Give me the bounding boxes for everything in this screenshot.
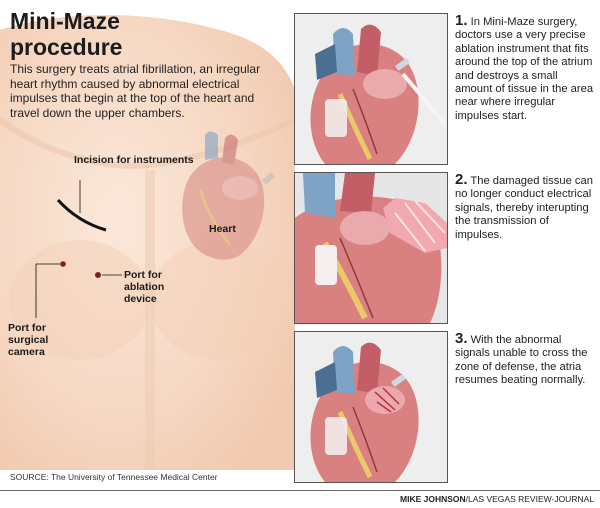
step-3-number: 3. — [455, 330, 468, 347]
step-3-description: With the abnormal signals unable to cros… — [455, 334, 588, 387]
credit-name: MIKE JOHNSON — [400, 494, 466, 504]
page-title: Mini-Maze procedure — [10, 8, 122, 60]
camera-port-leader — [35, 263, 60, 318]
title-line-2: procedure — [10, 34, 123, 60]
step-1-text: 1. In Mini-Maze surgery, doctors use a v… — [455, 12, 597, 123]
incision-mark — [56, 198, 107, 232]
small-heart-icon — [182, 131, 276, 260]
step-3-text: 3. With the abnormal signals unable to c… — [455, 330, 597, 388]
step-1-number: 1. — [455, 12, 468, 29]
step-3-illustration — [294, 331, 448, 483]
credit-line: MIKE JOHNSON/LAS VEGAS REVIEW-JOURNAL — [400, 494, 594, 504]
title-line-1: Mini-Maze — [10, 8, 120, 34]
source-line: SOURCE: The University of Tennessee Medi… — [10, 472, 218, 482]
step-2-text: 2. The damaged tissue can no longer cond… — [455, 171, 597, 242]
heart-label: Heart — [209, 223, 236, 235]
step-2-illustration — [294, 172, 448, 324]
step-1-illustration — [294, 13, 448, 165]
credit-divider — [0, 490, 600, 491]
credit-org: /LAS VEGAS REVIEW-JOURNAL — [465, 494, 594, 504]
camera-port-label: Port for surgical camera — [8, 322, 49, 358]
intro-text: This surgery treats atrial fibrillation,… — [10, 62, 261, 120]
step-2-number: 2. — [455, 171, 468, 188]
ablation-port-mark — [95, 272, 101, 278]
incision-label: Incision for instruments — [74, 154, 194, 166]
camera-port-mark — [60, 261, 66, 267]
ablation-port-label: Port for ablation device — [124, 269, 165, 305]
step-1-description: In Mini-Maze surgery, doctors use a very… — [455, 16, 594, 122]
step-2-description: The damaged tissue can no longer conduct… — [455, 175, 593, 241]
